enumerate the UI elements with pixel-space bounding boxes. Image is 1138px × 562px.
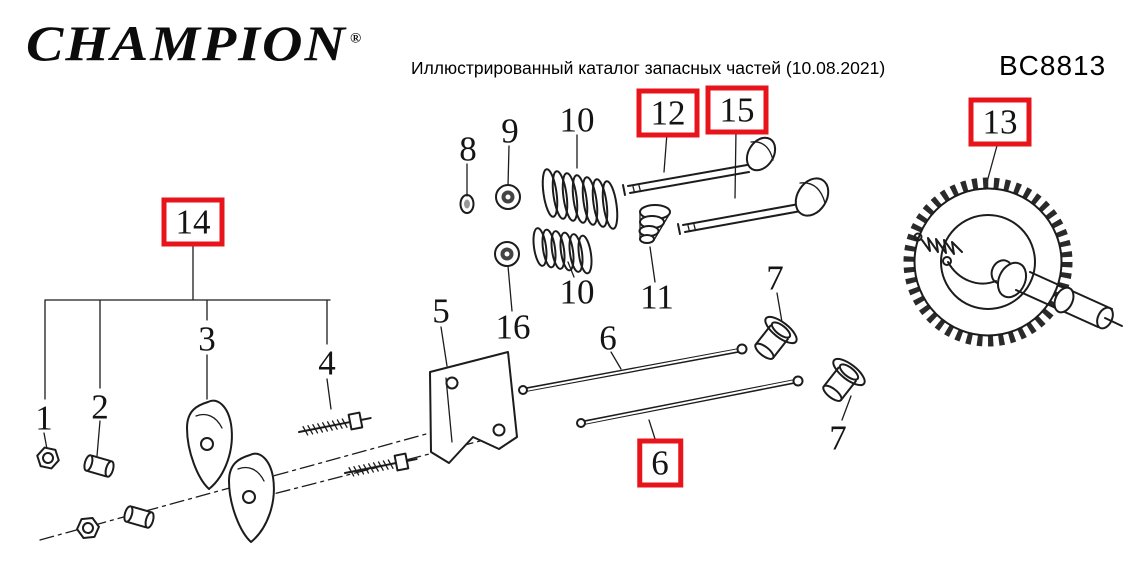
flange-nut-1a xyxy=(34,445,62,471)
flange-nut-1b xyxy=(75,516,101,540)
callout-7-left: 7 xyxy=(766,258,784,298)
tappet-7b xyxy=(813,353,870,410)
callout-3: 3 xyxy=(198,319,216,359)
spring-retainer-11 xyxy=(638,204,671,244)
adjusting-screw-4a xyxy=(296,409,374,441)
champion-logo-text: CHAMPION xyxy=(26,16,347,72)
callout-16: 16 xyxy=(495,307,531,347)
pivot-bolt-2b xyxy=(121,504,157,530)
callout-10-top: 10 xyxy=(559,100,595,140)
callout-8: 8 xyxy=(459,129,477,169)
rocker-arm-3b xyxy=(228,452,275,543)
retainer-washer-9 xyxy=(495,184,521,210)
valve-cap-8 xyxy=(459,194,475,214)
callout-12[interactable]: 12 xyxy=(636,88,700,138)
valve-15 xyxy=(677,177,830,235)
callout-6-lower[interactable]: 6 xyxy=(637,438,683,488)
callout-14[interactable]: 14 xyxy=(161,197,225,247)
pivot-bolt-2a xyxy=(81,453,117,479)
catalog-title: Иллюстрированный каталог запасных частей… xyxy=(411,58,886,78)
callout-5: 5 xyxy=(432,291,450,331)
guide-plate-5 xyxy=(429,351,518,464)
callout-11: 11 xyxy=(640,277,674,317)
model-code: BC8813 xyxy=(999,50,1107,81)
group-14-bracket xyxy=(44,244,331,400)
callout-13[interactable]: 13 xyxy=(968,97,1032,147)
callout-10-bottom: 10 xyxy=(559,272,595,312)
push-rod-6a xyxy=(518,343,748,395)
callout-15[interactable]: 15 xyxy=(705,85,769,135)
callout-7-right: 7 xyxy=(829,418,847,458)
callout-2: 2 xyxy=(91,387,109,427)
valve-spring-10a xyxy=(541,168,619,230)
registered-trademark-icon: ® xyxy=(349,32,364,47)
spring-seat-16 xyxy=(494,241,520,267)
callout-9: 9 xyxy=(501,111,519,151)
tappet-7a xyxy=(745,311,802,368)
champion-logo: CHAMPION® xyxy=(26,16,363,72)
leader-lines xyxy=(43,129,999,457)
callout-6-upper: 6 xyxy=(599,318,617,358)
valve-spring-10b xyxy=(532,227,593,275)
callout-1: 1 xyxy=(35,398,53,438)
camshaft-13 xyxy=(903,177,1123,347)
valve-12 xyxy=(622,136,777,196)
rocker-arm-3a xyxy=(186,399,233,490)
callout-4: 4 xyxy=(318,343,336,383)
push-rod-6b xyxy=(576,375,804,428)
adjusting-screw-4b xyxy=(342,450,420,482)
